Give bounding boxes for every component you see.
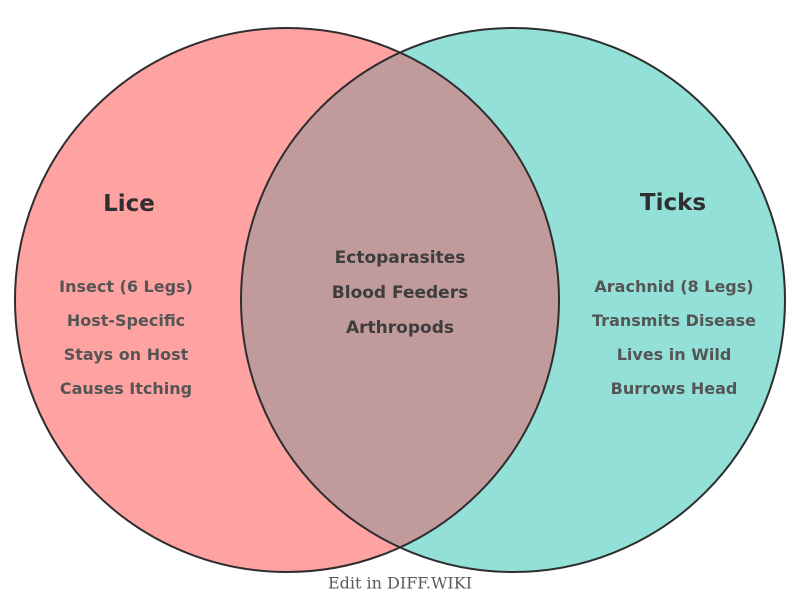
overlap-region [241, 52, 559, 548]
shared-item: Arthropods [346, 318, 454, 338]
lice-item: Host-Specific [66, 311, 186, 330]
ticks-item: Burrows Head [610, 379, 738, 398]
shared-item: Blood Feeders [331, 283, 469, 303]
ticks-item: Arachnid (8 Legs) [594, 277, 754, 296]
edit-in-diffwiki-link[interactable]: Edit in DIFF.WIKI [327, 573, 473, 593]
lice-item: Stays on Host [63, 345, 189, 364]
lice-circle-outline [14, 27, 560, 573]
lice-items: Insect (6 Legs) Host-Specific Stays on H… [59, 270, 193, 406]
lice-item: Insect (6 Legs) [59, 277, 193, 296]
ticks-item: Lives in Wild [616, 345, 732, 364]
ticks-item: Transmits Disease [592, 311, 756, 330]
shared-items: Ectoparasites Blood Feeders Arthropods [332, 241, 468, 346]
shared-item: Ectoparasites [334, 248, 466, 268]
lice-item: Causes Itching [59, 379, 193, 398]
lice-title: Lice [103, 191, 155, 217]
ticks-items: Arachnid (8 Legs) Transmits Disease Live… [592, 270, 756, 406]
ticks-circle-outline [240, 27, 786, 573]
ticks-title: Ticks [639, 190, 707, 216]
